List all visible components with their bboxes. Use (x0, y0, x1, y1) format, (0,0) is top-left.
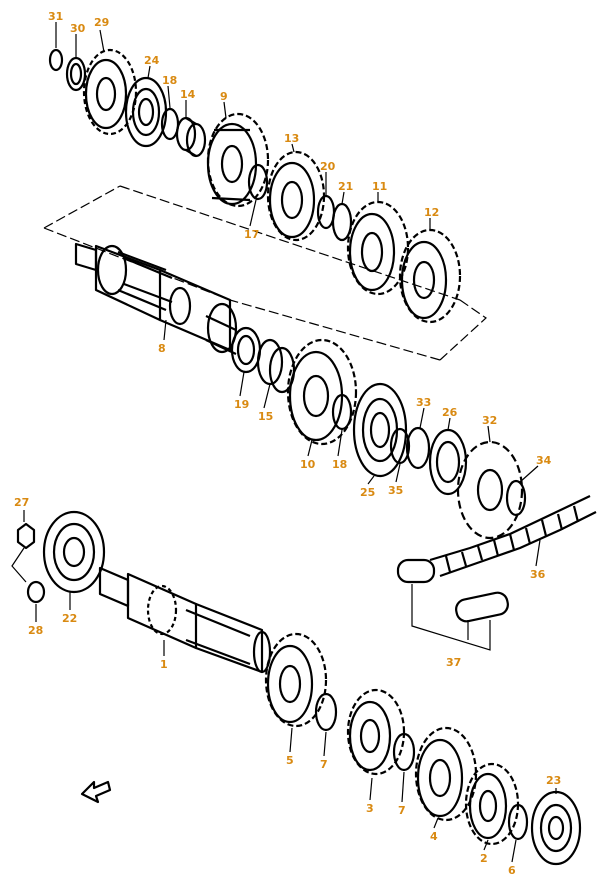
label-2: 2 (480, 852, 488, 865)
label-36: 36 (530, 568, 546, 581)
part-27-bolt (16, 522, 36, 550)
label-5: 5 (286, 754, 294, 767)
part-37-chain-joint (396, 558, 509, 651)
part-6-washer (507, 803, 529, 841)
label-14: 14 (180, 88, 196, 101)
part-22-bearing (42, 510, 106, 594)
part-21-circlip (331, 202, 353, 242)
label-15: 15 (258, 410, 273, 423)
label-30: 30 (70, 22, 86, 35)
part-32-sprocket (456, 440, 524, 540)
label-26: 26 (442, 406, 458, 419)
label-7-lower: 7 (398, 804, 406, 817)
label-3: 3 (366, 802, 374, 815)
label-12: 12 (424, 206, 439, 219)
part-30-washer (65, 56, 87, 92)
part-34-circlip (505, 479, 527, 517)
part-26-oil-seal (428, 428, 468, 496)
part-13-gear (266, 150, 326, 242)
label-7-upper: 7 (320, 758, 328, 771)
label-31: 31 (48, 10, 63, 23)
label-22: 22 (62, 612, 77, 625)
part-33-spacer (405, 426, 431, 470)
label-11: 11 (372, 180, 387, 193)
label-17: 17 (244, 228, 259, 241)
part-17-washer (247, 163, 269, 201)
label-24: 24 (144, 54, 160, 67)
label-27: 27 (14, 496, 29, 509)
part-24-bearing (124, 76, 168, 148)
assembly-boundary (43, 185, 487, 361)
part-11-gear (346, 200, 410, 296)
part-23-bearing (530, 790, 582, 866)
part-7-circlip-b (392, 732, 416, 772)
part-36-drive-chain (429, 495, 597, 578)
part-12-gear (398, 228, 462, 324)
part-20-washer (316, 194, 336, 230)
label-20: 20 (320, 160, 336, 173)
label-25: 25 (360, 486, 375, 499)
label-18-upper: 18 (162, 74, 177, 87)
part-8-countershaft (74, 242, 238, 355)
part-18-washer-lower (331, 393, 353, 431)
label-29: 29 (94, 16, 109, 29)
part-14-bushing (175, 116, 207, 158)
label-10: 10 (300, 458, 316, 471)
label-8: 8 (158, 342, 166, 355)
label-4: 4 (430, 830, 438, 843)
leader-lines (23, 22, 557, 863)
label-37: 37 (446, 656, 461, 669)
label-28: 28 (28, 624, 43, 637)
part-19-washer (230, 326, 262, 374)
part-31-circlip (48, 48, 64, 72)
label-18-lower: 18 (332, 458, 347, 471)
part-35-seal (389, 427, 411, 465)
label-33: 33 (416, 396, 431, 409)
arrow-icon (80, 780, 112, 804)
label-19: 19 (234, 398, 249, 411)
part-number-labels: 31 30 29 24 18 14 9 13 20 21 11 12 17 8 … (14, 10, 561, 877)
part-5-gear (264, 632, 328, 728)
label-13: 13 (284, 132, 299, 145)
label-1: 1 (160, 658, 168, 671)
part-1-main-shaft (98, 566, 272, 674)
part-28-bolt (11, 547, 46, 604)
label-6: 6 (508, 864, 516, 877)
part-9-gear (206, 112, 270, 208)
part-29-gear (82, 48, 138, 136)
label-23: 23 (546, 774, 561, 787)
label-32: 32 (482, 414, 497, 427)
part-3-gear (346, 688, 406, 776)
label-21: 21 (338, 180, 353, 193)
label-9: 9 (220, 90, 228, 103)
label-34: 34 (536, 454, 552, 467)
label-35: 35 (388, 484, 403, 497)
part-7-circlip-a (314, 692, 338, 732)
